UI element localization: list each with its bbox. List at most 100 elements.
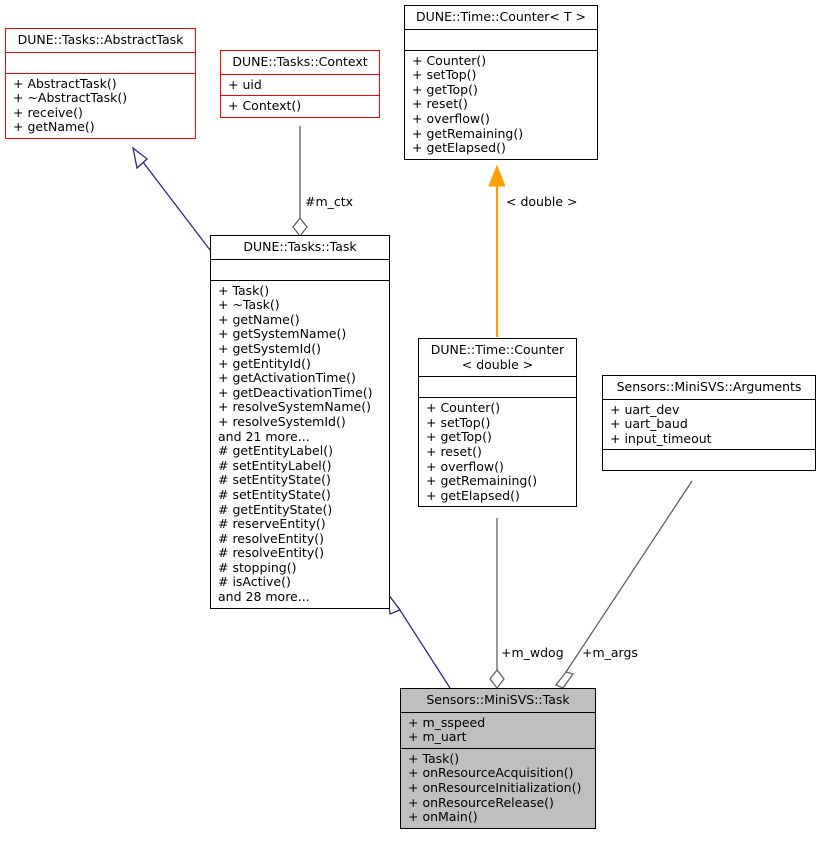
- member-row: + AbstractTask(): [13, 75, 117, 91]
- divider: [419, 397, 576, 399]
- class-title-context: DUNE::Tasks::Context: [232, 54, 368, 69]
- divider: [401, 747, 595, 749]
- member-row: # stopping(): [218, 559, 297, 575]
- member-row: + resolveSystemName(): [218, 399, 371, 415]
- class-box-abstract-task[interactable]: DUNE::Tasks::AbstractTask + AbstractTask…: [5, 28, 196, 139]
- divider: [401, 711, 595, 713]
- divider: [405, 49, 597, 51]
- member-row: + m_sspeed: [408, 714, 486, 730]
- class-title-counter-double: DUNE::Time::Counter < double >: [430, 342, 565, 372]
- edge-counterdouble-to-minisvs-task: [489, 518, 505, 690]
- member-row: + getTop(): [426, 429, 492, 445]
- divider: [603, 398, 815, 400]
- member-row: + m_uart: [408, 729, 467, 745]
- member-row: + uid: [228, 76, 262, 92]
- member-row: + setTop(): [426, 414, 491, 430]
- edge-countert-to-counterdouble: [488, 164, 506, 337]
- member-row: + reset(): [426, 443, 482, 459]
- member-row: # resolveEntity(): [218, 530, 324, 546]
- edge-abstracttask-to-task: [132, 146, 211, 251]
- member-row: + Counter(): [426, 400, 501, 416]
- member-row: # getEntityState(): [218, 501, 333, 517]
- class-title-arguments: Sensors::MiniSVS::Arguments: [616, 379, 802, 394]
- member-row: + getElapsed(): [426, 487, 520, 503]
- divider: [221, 95, 379, 97]
- class-attributes-abstract-task: [6, 53, 195, 73]
- member-row: + resolveSystemId(): [218, 413, 346, 429]
- class-attributes-context: + uid: [221, 75, 379, 96]
- edge-label-m-wdog: +m_wdog: [501, 645, 564, 660]
- member-row: + onResourceRelease(): [408, 794, 554, 810]
- class-box-counter-t[interactable]: DUNE::Time::Counter< T > + Counter() + s…: [404, 5, 598, 160]
- member-row: + overflow(): [426, 458, 504, 474]
- edge-label-double: < double >: [506, 194, 578, 209]
- divider: [211, 258, 389, 260]
- member-row: # setEntityState(): [218, 486, 331, 502]
- divider: [419, 376, 576, 378]
- member-row: + overflow(): [412, 110, 490, 126]
- class-box-counter-double[interactable]: DUNE::Time::Counter < double > + Counter…: [418, 338, 577, 508]
- member-row: + getActivationTime(): [218, 370, 356, 386]
- class-box-minisvs-task[interactable]: Sensors::MiniSVS::Task + m_sspeed + m_ua…: [400, 688, 596, 829]
- member-row: + Context(): [228, 98, 302, 114]
- class-box-context[interactable]: DUNE::Tasks::Context + uid + Context(): [220, 50, 380, 118]
- edge-task-to-minisvs-task: [387, 591, 451, 689]
- member-row: + onMain(): [408, 809, 478, 825]
- member-row: + onResourceAcquisition(): [408, 765, 574, 781]
- class-title-abstract-task: DUNE::Tasks::AbstractTask: [17, 32, 184, 47]
- class-operations-task: + Task() + ~Task() + getName() + getSyst…: [211, 281, 389, 608]
- member-row: + onResourceInitialization(): [408, 779, 582, 795]
- class-box-arguments[interactable]: Sensors::MiniSVS::Arguments + uart_dev +…: [602, 375, 816, 472]
- class-attributes-minisvs-task: + m_sspeed + m_uart: [401, 713, 595, 748]
- member-row: + getRemaining(): [426, 473, 538, 489]
- member-row: # isActive(): [218, 574, 291, 590]
- divider: [405, 28, 597, 30]
- class-operations-abstract-task: + AbstractTask() + ~AbstractTask() + rec…: [6, 74, 195, 138]
- edge-label-m-ctx: #m_ctx: [305, 194, 354, 209]
- class-attributes-counter-t: [405, 30, 597, 50]
- class-operations-counter-t: + Counter() + setTop() + getTop() + rese…: [405, 51, 597, 159]
- member-row: and 28 more...: [218, 589, 310, 605]
- member-row: + getElapsed(): [412, 140, 506, 156]
- divider: [603, 449, 815, 451]
- member-row: + receive(): [13, 104, 83, 120]
- class-title-task: DUNE::Tasks::Task: [243, 239, 357, 254]
- class-title-minisvs-task: Sensors::MiniSVS::Task: [426, 692, 570, 707]
- class-attributes-task: [211, 260, 389, 280]
- member-row: + ~AbstractTask(): [13, 90, 128, 106]
- member-row: # getEntityLabel(): [218, 443, 333, 459]
- member-row: + getDeactivationTime(): [218, 384, 373, 400]
- class-attributes-arguments: + uart_dev + uart_baud + input_timeout: [603, 400, 815, 450]
- class-box-task[interactable]: DUNE::Tasks::Task + Task() + ~Task() + g…: [210, 235, 390, 609]
- member-row: + getSystemName(): [218, 326, 347, 342]
- member-row: + getEntityId(): [218, 355, 311, 371]
- divider: [211, 279, 389, 281]
- member-row: + ~Task(): [218, 297, 280, 313]
- edge-label-m-args: +m_args: [582, 645, 638, 660]
- class-operations-minisvs-task: + Task() + onResourceAcquisition() + onR…: [401, 749, 595, 828]
- member-row: and 21 more...: [218, 428, 310, 444]
- member-row: + getName(): [218, 311, 300, 327]
- member-row: # setEntityState(): [218, 472, 331, 488]
- class-title-counter-t: DUNE::Time::Counter< T >: [416, 9, 586, 24]
- edge-context-to-task: [292, 126, 308, 238]
- divider: [6, 72, 195, 74]
- member-row: + getSystemId(): [218, 340, 321, 356]
- member-row: + input_timeout: [610, 430, 712, 446]
- member-row: # setEntityLabel(): [218, 457, 332, 473]
- member-row: + uart_baud: [610, 416, 688, 432]
- member-row: + uart_dev: [610, 401, 680, 417]
- member-row: + Counter(): [412, 52, 487, 68]
- class-operations-context: + Context(): [221, 96, 379, 117]
- member-row: + getRemaining(): [412, 125, 524, 141]
- class-operations-counter-double: + Counter() + setTop() + getTop() + rese…: [419, 398, 576, 506]
- member-row: # resolveEntity(): [218, 545, 324, 561]
- divider: [6, 51, 195, 53]
- member-row: + Task(): [408, 750, 460, 766]
- class-operations-arguments: [603, 450, 815, 470]
- member-row: + setTop(): [412, 67, 477, 83]
- member-row: # reserveEntity(): [218, 516, 326, 532]
- class-attributes-counter-double: [419, 377, 576, 397]
- member-row: + getTop(): [412, 81, 478, 97]
